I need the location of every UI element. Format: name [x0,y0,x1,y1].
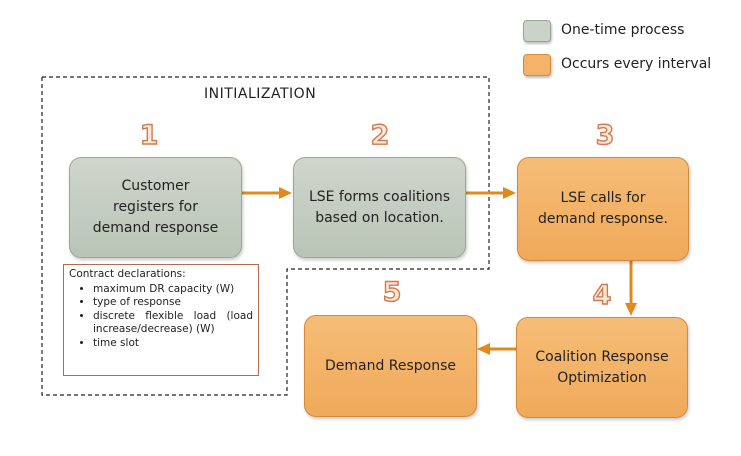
contract-item: type of response [93,296,253,310]
contract-title: Contract declarations: [69,268,186,280]
contract-item: time slot [93,337,253,351]
step-text-2: LSE forms coalitions based on location. [308,188,451,226]
initialization-label: INITIALIZATION [204,86,317,102]
step-text-3: LSE calls for demand response. [538,190,668,227]
contract-items-list: maximum DR capacity (W) type of response… [69,283,253,351]
step-box-lse-forms-coalitions: LSE forms coalitions based on location. [293,157,466,258]
step-text-5: Demand Response [324,357,457,374]
initialization-dashed-boundary [41,76,490,396]
contract-item: discrete flexible load (load increase/de… [93,310,253,337]
step-number-3: 3 [595,119,615,151]
step-box-customer-registers: Customer registers for demand response [69,157,242,258]
legend-swatch-every-interval [523,54,551,76]
legend-label-every-interval: Occurs every interval [561,56,712,72]
arrow-down-icon [625,260,637,316]
legend-label-one-time: One-time process [561,22,685,38]
arrow-right-icon [242,187,292,199]
legend-swatch-one-time [523,20,551,42]
step-text-4: Coalition Response Optimization [535,348,669,386]
step-box-lse-calls-demand-response: LSE calls for demand response. [517,157,689,261]
step-box-coalition-response-optimization: Coalition Response Optimization [516,317,688,418]
step-box-demand-response: Demand Response [304,315,477,417]
step-text-1: Customer registers for demand response [92,178,219,236]
arrow-left-icon [477,343,516,355]
contract-declarations-box: Contract declarations: maximum DR capaci… [63,264,259,376]
step-number-4: 4 [592,279,612,311]
step-number-5: 5 [382,276,402,308]
step-number-1: 1 [139,119,159,151]
step-number-2: 2 [370,119,390,151]
arrow-right-icon [466,187,516,199]
contract-item: maximum DR capacity (W) [93,283,253,297]
